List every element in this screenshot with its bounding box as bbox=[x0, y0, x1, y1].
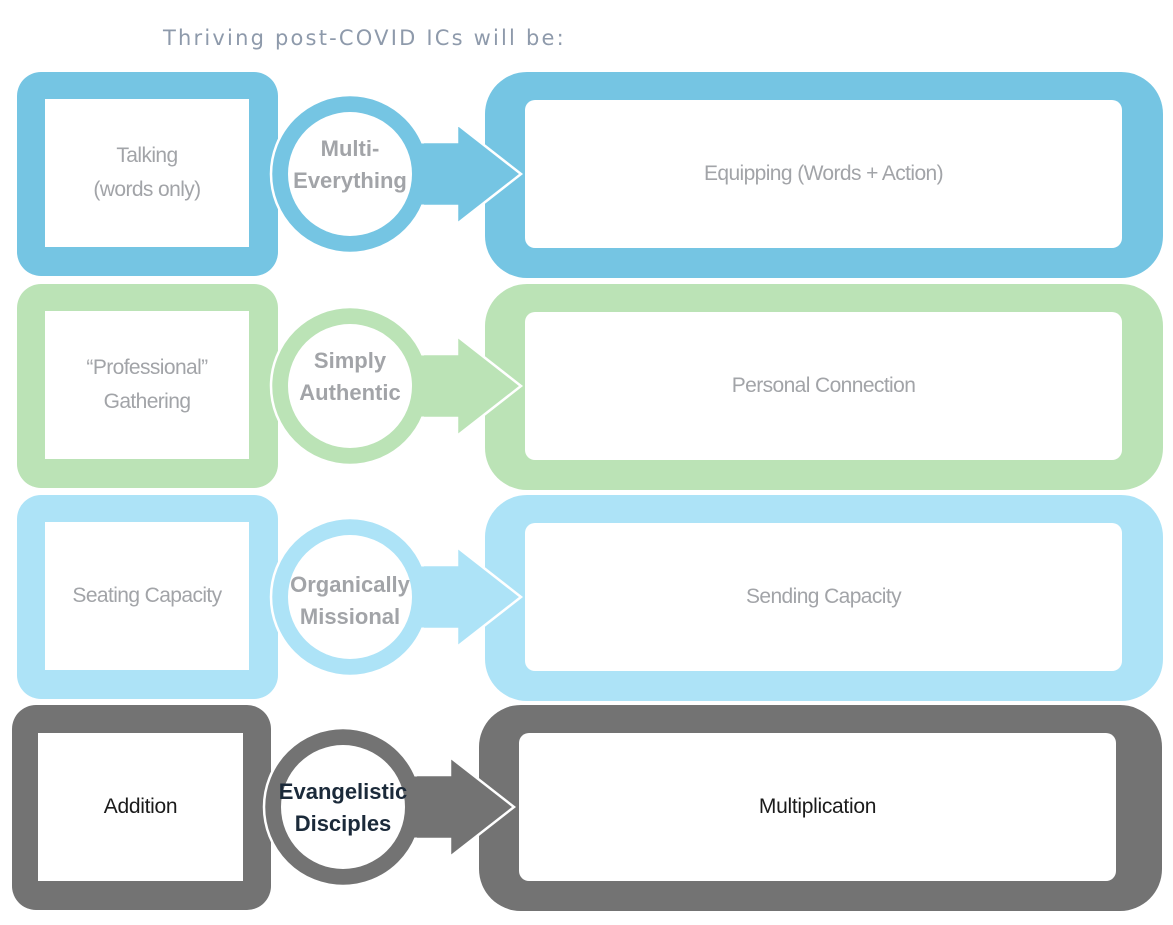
to-box: Sending Capacity bbox=[485, 495, 1163, 701]
from-box: Talking (words only) bbox=[17, 72, 278, 276]
to-label: Equipping (Words + Action) bbox=[703, 162, 944, 185]
diagram-title: Thriving post-COVID ICs will be: bbox=[163, 26, 566, 50]
to-box-inner: Multiplication bbox=[519, 733, 1116, 881]
row-4: Addition Multiplication Evangelistic Dis… bbox=[0, 705, 1173, 911]
from-box: Seating Capacity bbox=[17, 495, 278, 699]
to-label: Multiplication bbox=[758, 795, 877, 818]
circle-center bbox=[281, 745, 405, 869]
circular-arrow-icon bbox=[269, 516, 524, 678]
to-label: Personal Connection bbox=[731, 374, 916, 397]
circular-arrow-icon bbox=[269, 305, 524, 467]
center-label: Simply Authentic bbox=[299, 348, 401, 405]
from-box-inner: “Professional” Gathering bbox=[45, 311, 249, 459]
from-box: “Professional” Gathering bbox=[17, 284, 278, 488]
to-box: Multiplication bbox=[479, 705, 1162, 911]
from-box: Addition bbox=[12, 705, 271, 910]
from-label: Seating Capacity bbox=[72, 584, 222, 607]
from-label: Addition bbox=[103, 795, 178, 818]
circular-arrow-icon bbox=[262, 726, 517, 888]
circular-arrow-icon bbox=[269, 93, 524, 255]
center-label: Multi- Everything bbox=[293, 136, 407, 193]
to-box-inner: Personal Connection bbox=[525, 312, 1122, 460]
to-box-inner: Sending Capacity bbox=[525, 523, 1122, 671]
circle-center bbox=[288, 535, 412, 659]
row-1: Talking (words only) Equipping (Words + … bbox=[0, 72, 1173, 278]
circle-center bbox=[288, 324, 412, 448]
center-label: Organically Missional bbox=[290, 572, 410, 629]
row-3: Seating Capacity Sending Capacity Organi… bbox=[0, 495, 1173, 701]
from-box-inner: Addition bbox=[38, 733, 243, 881]
from-label: “Professional” Gathering bbox=[86, 356, 208, 413]
center-label: Evangelistic Disciples bbox=[278, 779, 408, 836]
circle-center bbox=[288, 112, 412, 236]
row-2: “Professional” Gathering Personal Connec… bbox=[0, 284, 1173, 490]
to-box: Personal Connection bbox=[485, 284, 1163, 490]
to-box-inner: Equipping (Words + Action) bbox=[525, 100, 1122, 248]
to-label: Sending Capacity bbox=[745, 585, 902, 608]
from-box-inner: Seating Capacity bbox=[45, 522, 249, 670]
to-box: Equipping (Words + Action) bbox=[485, 72, 1163, 278]
from-box-inner: Talking (words only) bbox=[45, 99, 249, 247]
from-label: Talking (words only) bbox=[93, 144, 201, 201]
